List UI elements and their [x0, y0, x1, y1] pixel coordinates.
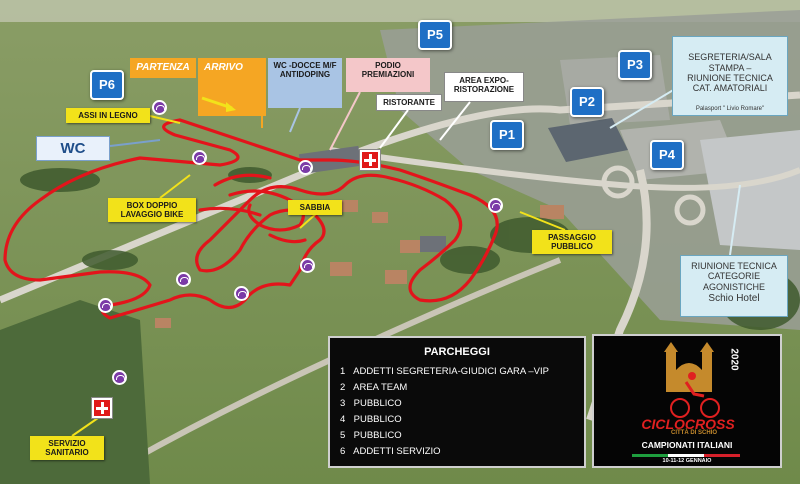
- parking-item-number: 1: [340, 366, 346, 377]
- label-assi-legno: ASSI IN LEGNO: [66, 108, 150, 124]
- logo-dates: 10-11-12 GENNAIO: [662, 458, 712, 464]
- logo-brand: CICLOCROSS: [641, 416, 735, 432]
- first-aid-icon: [360, 150, 380, 170]
- parking-legend-item: 4 PUBBLICO: [330, 412, 584, 428]
- segreteria-text: SEGRETERIA/SALA STAMPA – RIUNIONE TECNIC…: [687, 52, 773, 94]
- parking-badge-p6: P6: [90, 70, 124, 100]
- label-ristorante: RISTORANTE: [376, 94, 442, 112]
- parking-legend: PARCHEGGI 1 ADDETTI SEGRETERIA-GIUDICI G…: [328, 336, 586, 468]
- label-wc: WC: [36, 136, 110, 162]
- parking-item-number: 2: [340, 382, 346, 393]
- logo-graphic-icon: [632, 342, 740, 457]
- parking-badge-p4: P4: [650, 140, 684, 170]
- parking-legend-item: 5 PUBBLICO: [330, 428, 584, 444]
- parking-item-text: ADDETTI SERVIZIO: [353, 446, 441, 457]
- parking-item-text: ADDETTI SEGRETERIA-GIUDICI GARA –VIP: [353, 366, 549, 377]
- first-aid-icon: [92, 398, 112, 418]
- parking-badge-p1: P1: [490, 120, 524, 150]
- parking-badge-p5: P5: [418, 20, 452, 50]
- parking-legend-item: 6 ADDETTI SERVIZIO: [330, 444, 584, 460]
- marker-icon: [234, 286, 249, 301]
- riunione-text: RIUNIONE TECNICA CATEGORIE AGONISTICHE: [691, 261, 777, 292]
- marker-icon: [176, 272, 191, 287]
- parking-legend-item: 3 PUBBLICO: [330, 396, 584, 412]
- label-partenza: PARTENZA: [130, 58, 196, 78]
- schio-hotel-text: Schio Hotel: [708, 293, 760, 305]
- parking-badge-p3: P3: [618, 50, 652, 80]
- marker-icon: [298, 160, 313, 175]
- label-sabbia: SABBIA: [288, 200, 342, 216]
- label-passaggio-pubblico: PASSAGGIO PUBBLICO: [532, 230, 612, 255]
- label-area-expo: AREA EXPO- RISTORAZIONE: [444, 72, 524, 102]
- parking-item-number: 3: [340, 398, 346, 409]
- parking-item-number: 4: [340, 414, 346, 425]
- parking-badge-p2: P2: [570, 87, 604, 117]
- marker-icon: [300, 258, 315, 273]
- parking-item-text: PUBBLICO: [353, 398, 402, 409]
- parking-item-text: AREA TEAM: [353, 382, 408, 393]
- label-servizio-sanitario: SERVIZIO SANITARIO: [30, 436, 104, 461]
- parking-item-text: PUBBLICO: [353, 430, 402, 441]
- logo-event: CAMPIONATI ITALIANI: [641, 440, 733, 450]
- marker-icon: [152, 100, 167, 115]
- palasport-text: Palasport " Livio Romare": [695, 106, 765, 113]
- label-arrivo: ARRIVO: [198, 58, 266, 116]
- marker-icon: [488, 198, 503, 213]
- parking-item-number: 6: [340, 446, 346, 457]
- label-wc-docce: WC -DOCCE M/F ANTIDOPING: [268, 58, 342, 108]
- marker-icon: [192, 150, 207, 165]
- label-segreteria: SEGRETERIA/SALA STAMPA – RIUNIONE TECNIC…: [672, 36, 788, 116]
- label-riunione-tecnica: RIUNIONE TECNICA CATEGORIE AGONISTICHE S…: [680, 255, 788, 317]
- parking-legend-item: 2 AREA TEAM: [330, 380, 584, 396]
- parking-legend-item: 1 ADDETTI SEGRETERIA-GIUDICI GARA –VIP: [330, 364, 584, 380]
- logo-city: CITTÀ DI SCHIO: [671, 430, 717, 436]
- parking-item-number: 5: [340, 430, 346, 441]
- label-podio: PODIO PREMIAZIONI: [346, 58, 430, 92]
- marker-icon: [112, 370, 127, 385]
- event-logo: 2020 CICLOCROSS CITTÀ DI SCHIO CAMPIONAT…: [592, 334, 782, 468]
- parking-legend-title: PARCHEGGI: [424, 346, 490, 358]
- marker-icon: [98, 298, 113, 313]
- logo-year: 2020: [728, 348, 740, 371]
- label-box-doppio: BOX DOPPIO LAVAGGIO BIKE: [108, 198, 196, 223]
- parking-item-text: PUBBLICO: [353, 414, 402, 425]
